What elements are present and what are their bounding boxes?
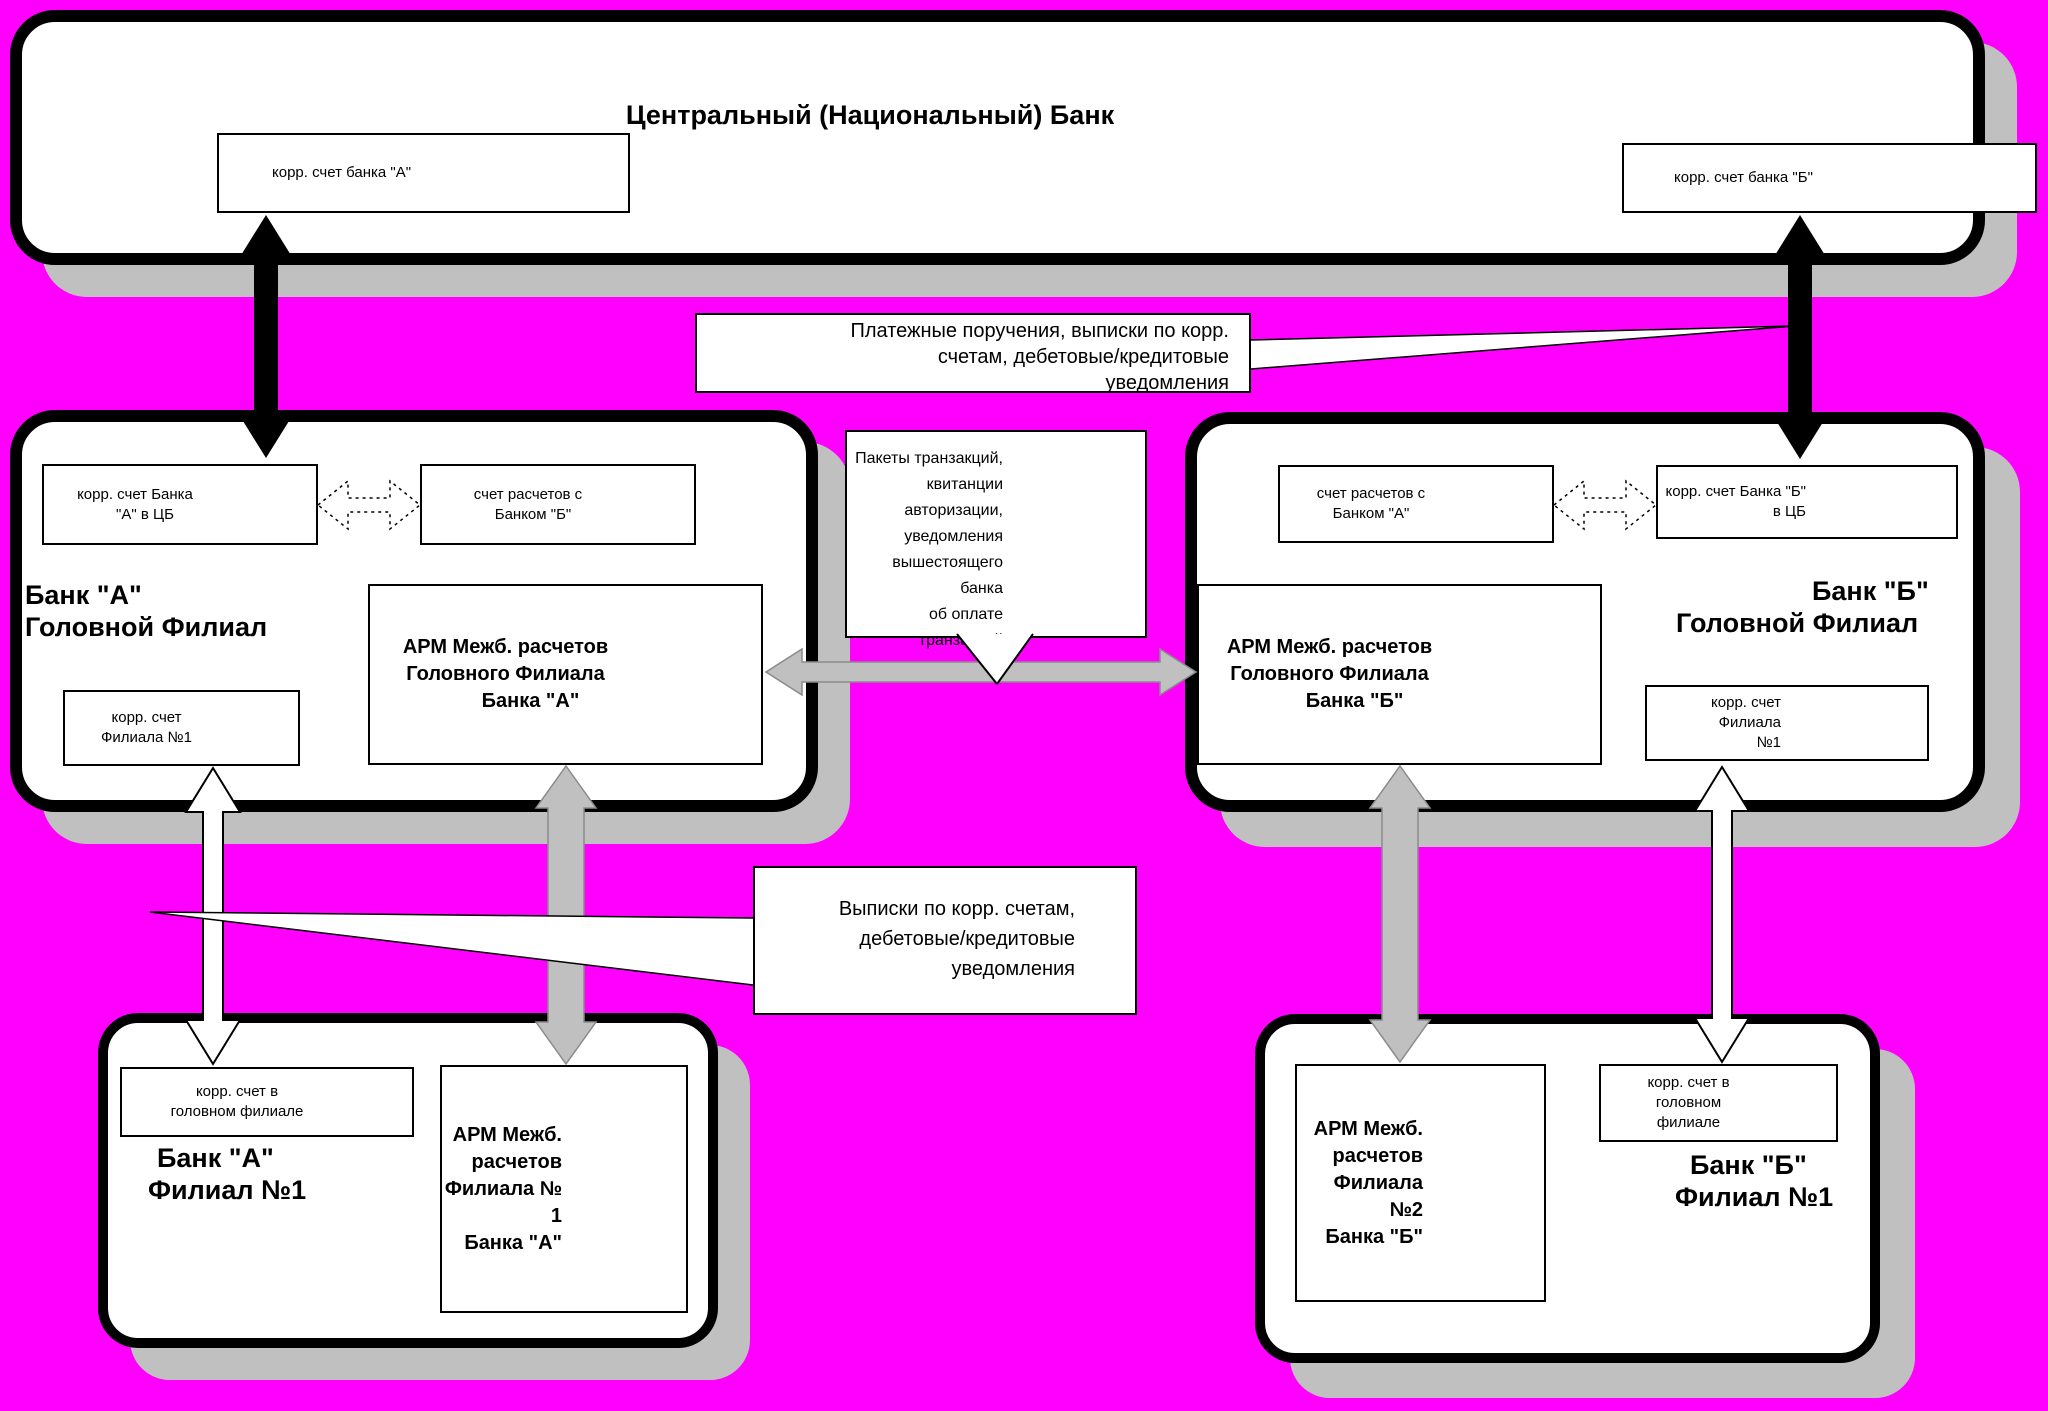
statements-callout-tail	[149, 911, 754, 986]
branch-a-arm-line2: расчетов	[471, 1150, 562, 1173]
branch-b-account: корр. счет в головном филиале	[1599, 1064, 1838, 1142]
statements-line3: уведомления	[951, 958, 1075, 980]
branch-b-arm-line3: Филиала №2	[1333, 1171, 1423, 1221]
branch-a-account-line2: головном филиале	[170, 1103, 304, 1120]
statements-line2: дебетовые/кредитовые	[859, 928, 1075, 950]
dotted-double-arrow-left	[316, 479, 422, 531]
bank-b-settlement-account: счет расчетов с Банком "А"	[1278, 465, 1554, 543]
bank-b-subtitle: Головной Филиал	[1676, 608, 1919, 638]
packets-line3: авторизации,	[904, 502, 1003, 519]
bank-b-name: Банк "Б"	[1812, 576, 1929, 606]
bank-a-branch-account-line1: корр. счет	[111, 709, 182, 726]
bank-a-branch-account-line2: Филиала №1	[101, 729, 192, 746]
branch-a-subtitle: Филиал №1	[148, 1175, 307, 1205]
packets-line2: квитанции	[926, 476, 1003, 493]
central-account-bank-b-label: корр. счет банка "Б"	[1674, 169, 1813, 186]
branch-b-name: Банк "Б"	[1690, 1150, 1807, 1180]
bank-a-settlement-account: счет расчетов с Банком "Б"	[420, 464, 696, 545]
central-account-bank-a: корр. счет банка "А"	[217, 133, 630, 213]
bank-b-arm-line3: Банка "Б"	[1305, 690, 1404, 712]
bank-b-cb-account-line1: корр. счет Банка "Б"	[1665, 483, 1807, 500]
bank-a-arm-line2: Головного Филиала	[406, 663, 605, 685]
bank-b-cb-account-line2: в ЦБ	[1772, 503, 1806, 520]
bank-a-cb-account-line1: корр. счет Банка	[77, 485, 193, 503]
payments-line1: Платежные поручения, выписки по корр.	[850, 320, 1230, 342]
branch-a-arm-line4: Банка "А"	[464, 1231, 562, 1254]
branch-b-account-line1: корр. счет в	[1647, 1074, 1730, 1091]
branch-b-account-line3: филиале	[1656, 1114, 1721, 1131]
bank-a-branch-account: корр. счет Филиала №1	[63, 690, 300, 766]
bank-a-arm-box: АРМ Межб. расчетов Головного Филиала Бан…	[368, 584, 763, 765]
statements-line1: Выписки по корр. счетам,	[838, 898, 1075, 920]
bank-b-cb-account: корр. счет Банка "Б" в ЦБ	[1656, 465, 1958, 539]
bank-b-arm-line1: АРМ Межб. расчетов	[1226, 636, 1433, 658]
branch-b-arm-box: АРМ Межб. расчетов Филиала №2 Банка "Б"	[1295, 1064, 1546, 1302]
bank-a-subtitle: Головной Филиал	[25, 612, 268, 642]
gray-double-arrow-left	[534, 764, 598, 1066]
gray-horizontal-double-arrow	[764, 647, 1198, 697]
packets-callout: Пакеты транзакций, квитанции авторизации…	[845, 430, 1147, 649]
bank-a-arm-line1: АРМ Межб. расчетов	[402, 636, 609, 658]
black-double-arrow-left	[238, 215, 294, 458]
bank-a-name: Банк "А"	[25, 580, 142, 610]
branch-b-arm-line2: расчетов	[1332, 1144, 1423, 1167]
packets-line1: Пакеты транзакций,	[855, 450, 1003, 467]
packets-callout-pointer	[956, 633, 1034, 685]
bank-a-arm-line3: Банка "А"	[481, 690, 580, 712]
central-account-bank-a-label: корр. счет банка "А"	[272, 164, 412, 181]
gray-double-arrow-right	[1368, 764, 1432, 1064]
branch-a-arm-line1: АРМ Межб.	[452, 1123, 562, 1146]
bank-b-branch-account-line1: корр. счет Филиала	[1711, 694, 1781, 731]
black-double-arrow-right	[1772, 215, 1828, 459]
bank-a-cb-account: корр. счет Банка "А" в ЦБ	[42, 464, 318, 545]
bank-a-settlement-line1: счет расчетов с	[473, 485, 583, 503]
bank-b-arm-line2: Головного Филиала	[1230, 663, 1429, 685]
central-bank-title: Центральный (Национальный) Банк	[625, 100, 1115, 130]
bank-b-settlement-line2: Банком "А"	[1332, 505, 1410, 522]
branch-b-arm-line4: Банка "Б"	[1325, 1225, 1423, 1248]
branch-b-account-line2: головном	[1655, 1094, 1722, 1111]
payments-callout-tail	[1250, 325, 1796, 370]
packets-line4: уведомления	[904, 528, 1003, 545]
bank-b-branch-account: корр. счет Филиала №1	[1645, 685, 1929, 761]
white-double-arrow-right	[1693, 765, 1751, 1064]
branch-b-arm-line1: АРМ Межб.	[1313, 1117, 1423, 1140]
statements-callout: Выписки по корр. счетам, дебетовые/креди…	[753, 866, 1137, 1015]
bank-b-arm-box: АРМ Межб. расчетов Головного Филиала Бан…	[1197, 584, 1602, 765]
bank-a-settlement-line2: Банком "Б"	[494, 505, 572, 523]
payments-line3: уведомления	[1105, 372, 1229, 394]
bank-a-cb-account-line2: "А" в ЦБ	[116, 505, 174, 523]
packets-line5: вышестоящего банка	[892, 554, 1003, 597]
dotted-double-arrow-right	[1552, 479, 1658, 531]
bank-b-branch-account-line2: №1	[1756, 734, 1781, 751]
payments-callout: Платежные поручения, выписки по корр. сч…	[695, 313, 1251, 394]
branch-b-subtitle: Филиал №1	[1675, 1182, 1834, 1212]
branch-a-account-line1: корр. счет в	[195, 1083, 279, 1100]
branch-a-arm-box: АРМ Межб. расчетов Филиала № 1 Банка "А"	[440, 1065, 688, 1313]
central-account-bank-b: корр. счет банка "Б"	[1622, 143, 2037, 213]
bank-b-settlement-line1: счет расчетов с	[1316, 485, 1426, 502]
payments-line2: счетам, дебетовые/кредитовые	[937, 346, 1229, 368]
branch-a-arm-line3: Филиала № 1	[444, 1177, 562, 1227]
branch-a-account: корр. счет в головном филиале	[120, 1067, 414, 1137]
branch-a-name: Банк "А"	[157, 1143, 274, 1173]
